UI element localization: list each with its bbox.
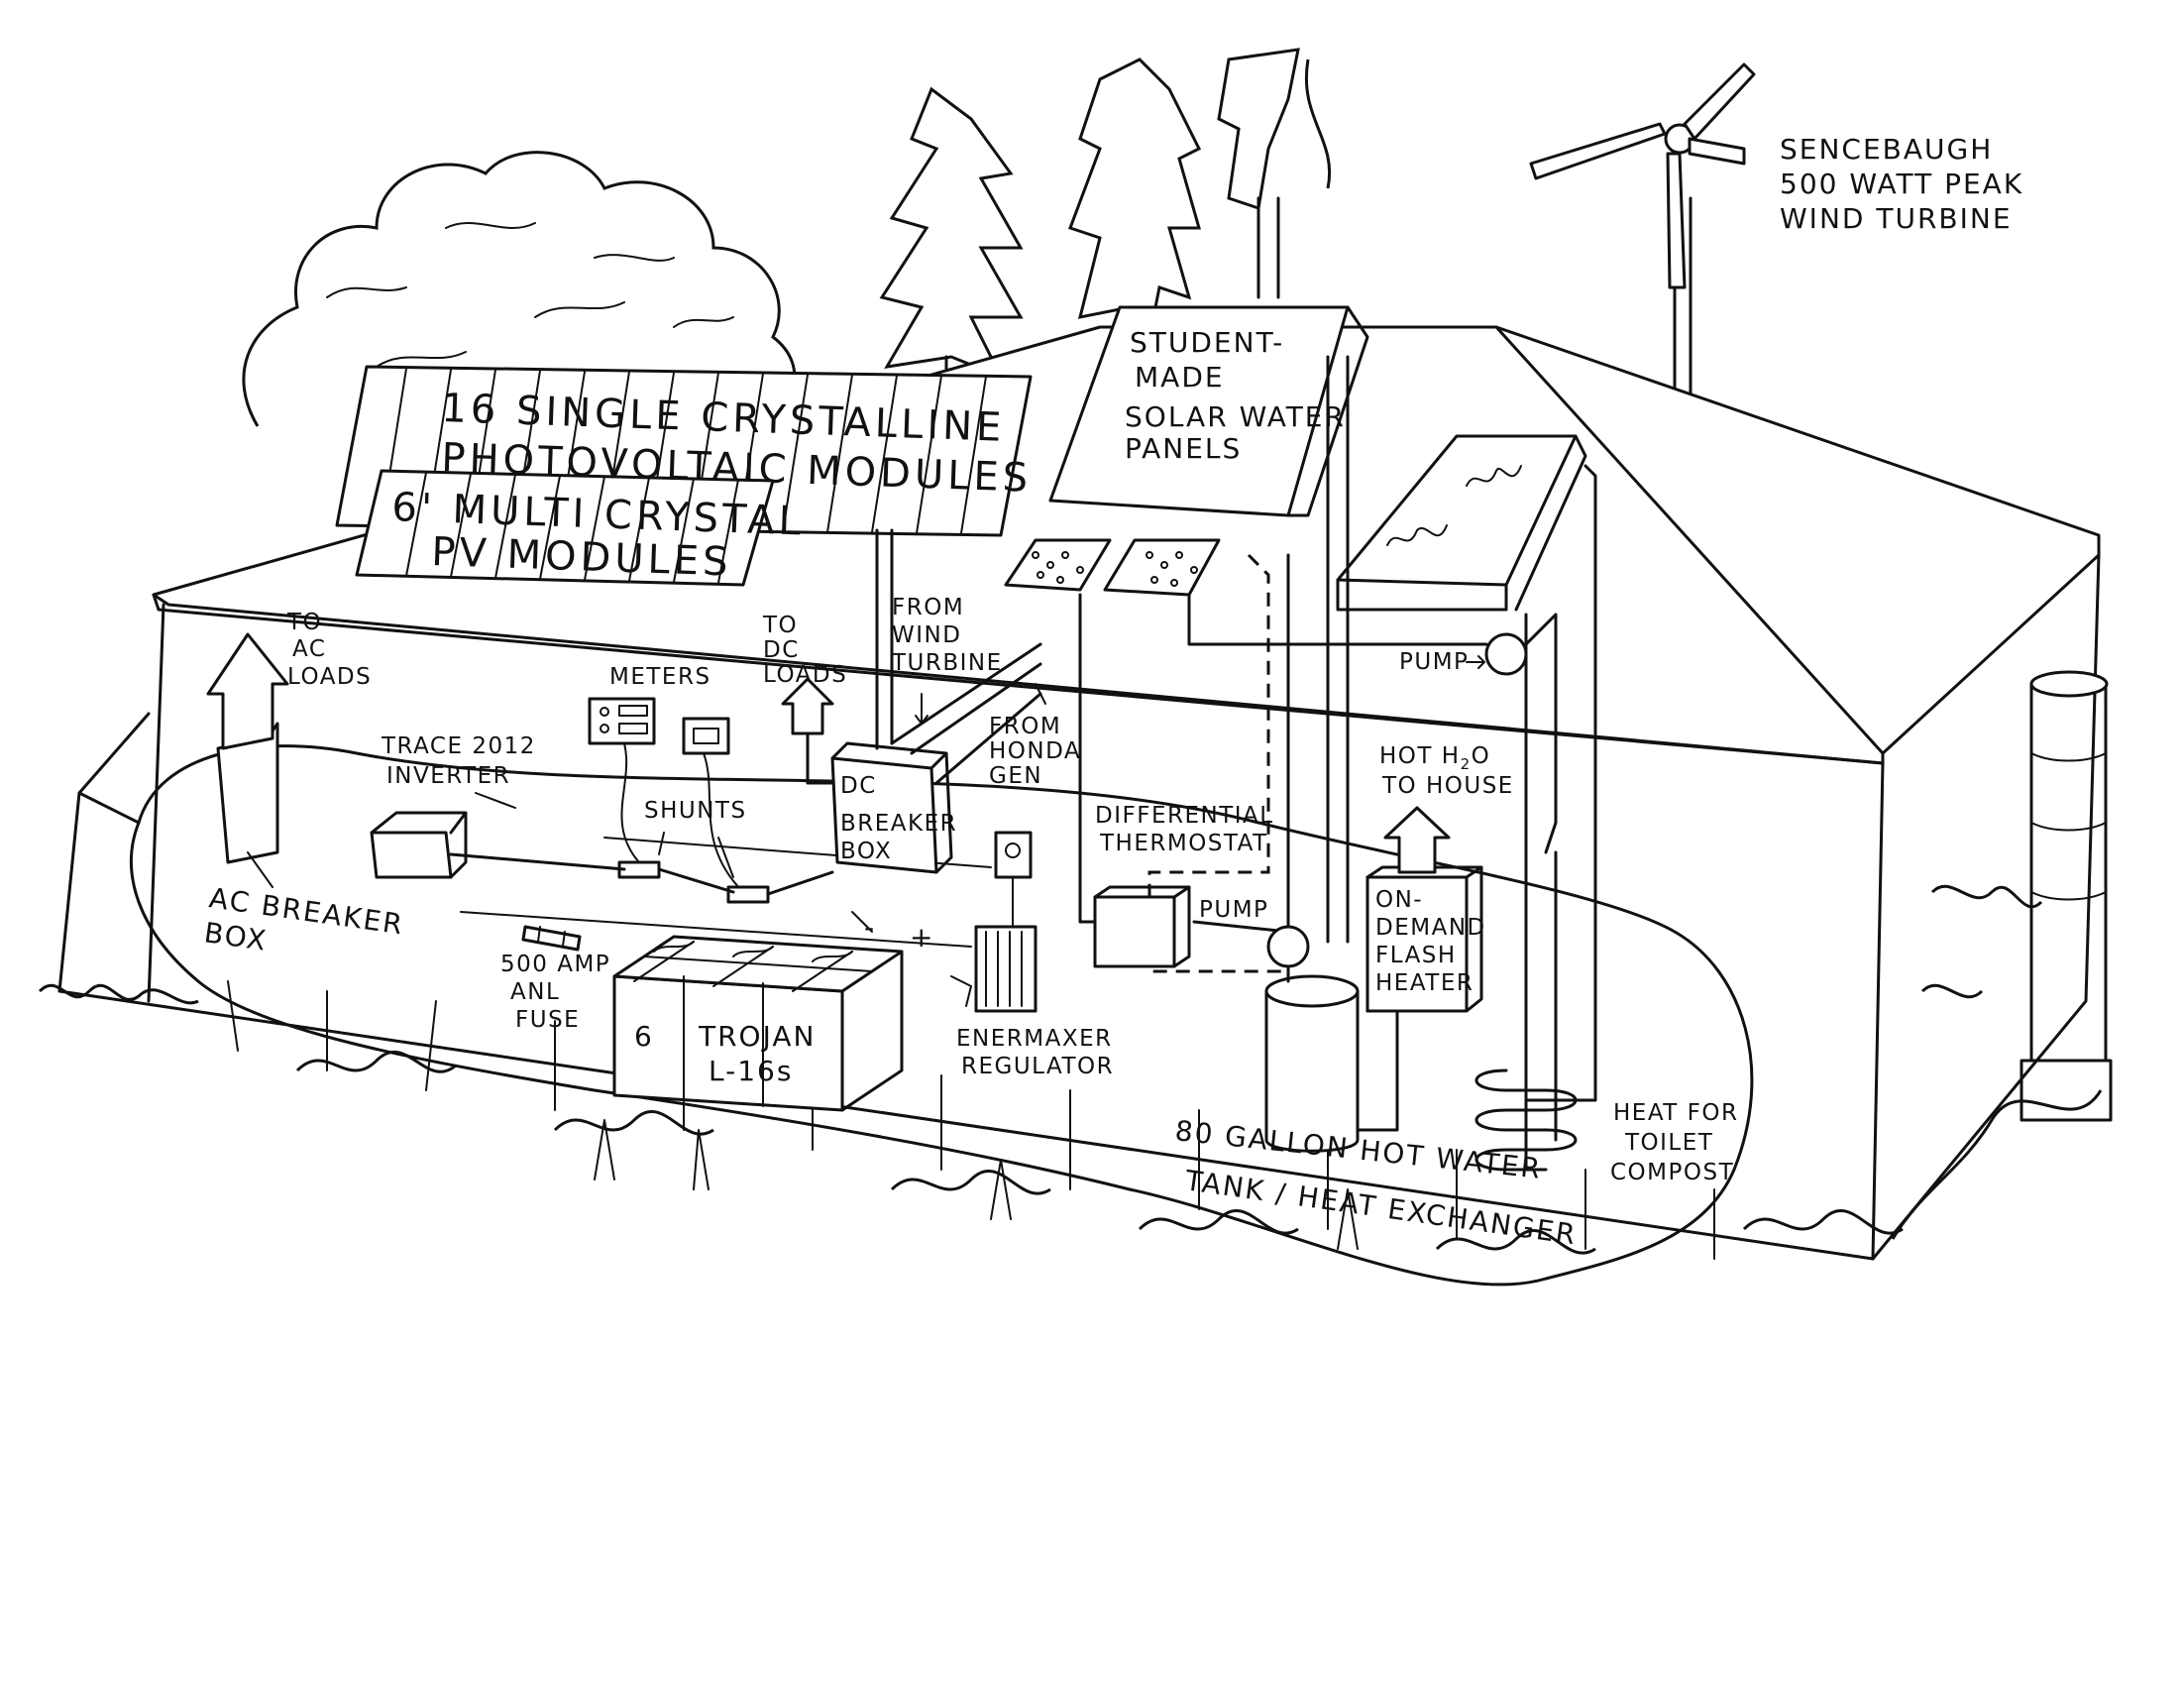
meters: METERS: [588, 664, 744, 893]
enermaxer-label-line1: ENERMAXER: [956, 1026, 1113, 1052]
battery-label-line2: L-16s: [709, 1055, 793, 1087]
solar-water-panel-right: [1336, 434, 1587, 612]
dc-loads-label-line2: DC: [763, 637, 800, 663]
wind-feed-label-line1: FROM: [892, 595, 964, 620]
differential-thermostat: DIFFERENTIAL THERMOSTAT: [1093, 803, 1274, 968]
inverter-label-line1: TRACE 2012: [381, 733, 536, 759]
heat-toilet-label-line1: HEAT FOR: [1613, 1100, 1738, 1126]
dc-loads-label-line1: TO: [762, 613, 798, 638]
flash-heater-label-line1: ON-: [1375, 887, 1423, 913]
battery-minus-label: -: [864, 911, 876, 944]
hot-water-label-line1: HOT H2O: [1379, 743, 1490, 773]
solar-water-label-line1: STUDENT-: [1130, 326, 1284, 359]
honda-feed-label-line1: FROM: [989, 714, 1061, 739]
house: [57, 325, 2101, 1287]
solar-water-label-line3: SOLAR WATER: [1125, 400, 1346, 433]
wind-feed-label-line3: TURBINE: [891, 650, 1003, 676]
honda-feed-label-line3: GEN: [989, 763, 1042, 789]
enermaxer-regulator: ENERMAXER REGULATOR: [956, 831, 1114, 1079]
battery-bank: 6 TROJAN L-16s - +: [612, 911, 934, 1112]
flash-heater: ON- DEMAND FLASH HEATER: [1365, 865, 1486, 1013]
meters-label: METERS: [609, 664, 711, 690]
flash-heater-label-line4: HEATER: [1375, 970, 1474, 996]
ac-loads-label-line3: LOADS: [287, 664, 372, 690]
battery-label-line1: TROJAN: [698, 1020, 816, 1053]
pump-bottom: PUMP: [1199, 897, 1310, 968]
dc-breaker-label-line2: BREAKER: [840, 811, 957, 837]
solar-water-panel-main: STUDENT- MADE SOLAR WATER PANELS: [1048, 305, 1369, 517]
solar-water-label-line2: MADE: [1135, 361, 1225, 393]
heat-toilet-label-line2: TOILET: [1624, 1130, 1713, 1156]
pv-multi-label-line2: PV MODULES: [431, 529, 733, 586]
hot-water-tank: [1264, 964, 1360, 1153]
fuse-label-line2: ANL: [510, 979, 560, 1005]
hot-water-label-line2: TO HOUSE: [1381, 773, 1514, 799]
wind-feed-label-line2: WIND: [892, 622, 961, 648]
pump-top: PUMP: [1399, 632, 1528, 676]
hot-water-arrow: HOT H2O TO HOUSE: [1379, 743, 1514, 874]
enermaxer-label-line2: REGULATOR: [961, 1054, 1114, 1079]
ac-breaker-label-line2: BOX: [202, 916, 270, 957]
inverter-label-line2: INVERTER: [386, 763, 510, 789]
honda-feed-label-line2: HONDA: [989, 738, 1081, 764]
ac-loads-label-line2: AC: [292, 636, 326, 662]
thermostat-label-line2: THERMOSTAT: [1099, 831, 1268, 856]
wind-turbine: [1529, 62, 1756, 398]
dc-breaker-box: DC BREAKER BOX TO DC LOADS: [762, 613, 957, 874]
ac-breaker-box: TO AC LOADS AC BREAKER BOX: [202, 610, 406, 957]
heat-toilet-label-line3: COMPOST: [1610, 1160, 1734, 1185]
pump-top-label: PUMP: [1399, 649, 1469, 675]
anl-fuse: 500 AMP ANL FUSE: [500, 925, 610, 1033]
shunts: SHUNTS: [617, 798, 770, 904]
wind-turbine-label-line1: SENCEBAUGH: [1780, 133, 1993, 166]
dc-breaker-label-line1: DC: [840, 773, 877, 799]
wind-turbine-label-line3: WIND TURBINE: [1780, 202, 2013, 235]
shunts-label: SHUNTS: [644, 798, 747, 824]
wind-turbine-label-line2: 500 WATT PEAK: [1780, 168, 2023, 200]
pv-multi-crystal-array: 6' MULTI CRYSTAL PV MODULES: [355, 469, 806, 587]
ac-loads-label-line1: TO: [286, 610, 322, 635]
trace-inverter: TRACE 2012 INVERTER: [370, 733, 536, 879]
dc-loads-label-line3: LOADS: [763, 662, 847, 688]
flash-heater-label-line2: DEMAND: [1375, 915, 1486, 941]
battery-label-count: 6: [634, 1020, 654, 1053]
background-trees: [242, 48, 1331, 428]
fuse-label-line3: FUSE: [515, 1007, 580, 1033]
feed-lines: FROM WIND TURBINE FROM HONDA GEN: [875, 528, 1081, 789]
pump-bottom-label: PUMP: [1199, 897, 1268, 923]
hot-water-tank-label: 80 GALLON HOT WATER TANK / HEAT EXCHANGE…: [1173, 1114, 1579, 1251]
thermostat-label-line1: DIFFERENTIAL: [1095, 803, 1274, 829]
battery-plus-label: +: [910, 921, 934, 954]
toilet-heat-coil: HEAT FOR TOILET COMPOST: [1474, 1068, 1738, 1185]
fuse-label-line1: 500 AMP: [500, 952, 610, 977]
foreground-plants: [38, 884, 2103, 1255]
dc-breaker-label-line3: BOX: [840, 839, 892, 864]
wind-turbine-label: SENCEBAUGH 500 WATT PEAK WIND TURBINE: [1780, 133, 2023, 235]
solar-water-label-line4: PANELS: [1125, 432, 1242, 465]
rain-barrel: [2020, 670, 2113, 1122]
plumbing: [1078, 355, 1597, 1172]
flash-heater-label-line3: FLASH: [1375, 943, 1457, 968]
